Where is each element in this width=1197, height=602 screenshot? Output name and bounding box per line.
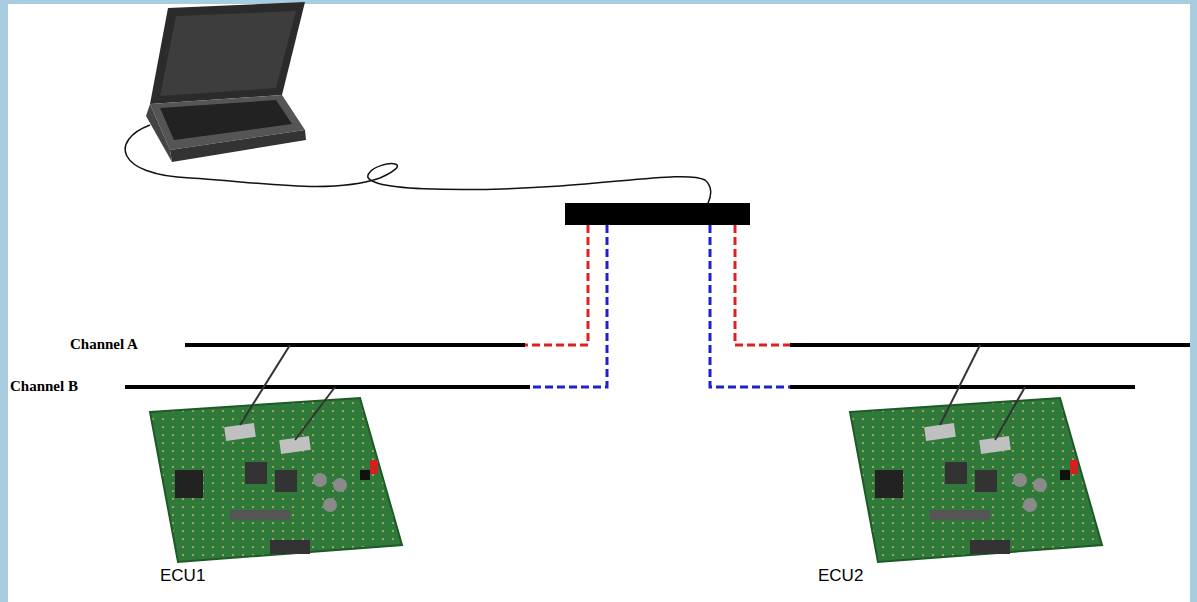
stub-wire [940,345,980,425]
channel-a-tap [525,225,588,345]
ecu-label: ECU2 [818,566,863,586]
stub-wire [995,387,1025,440]
channel-label: Channel B [10,378,78,395]
laptop-icon [146,2,306,162]
ecu-board [850,398,1102,562]
channel-a-tap [735,225,790,345]
channel-b-tap [530,225,607,387]
interface-box [565,203,750,225]
stub-wire [240,345,290,425]
bus-line [790,343,1190,347]
stub-wire [295,387,335,440]
usb-cable [125,125,711,203]
bus-line [185,343,525,347]
channel-label: Channel A [70,336,138,353]
ecu-board [150,398,402,562]
bus-line [125,385,530,389]
bus-line [790,385,1135,389]
ecu-label: ECU1 [160,566,205,586]
channel-b-tap [710,225,790,387]
